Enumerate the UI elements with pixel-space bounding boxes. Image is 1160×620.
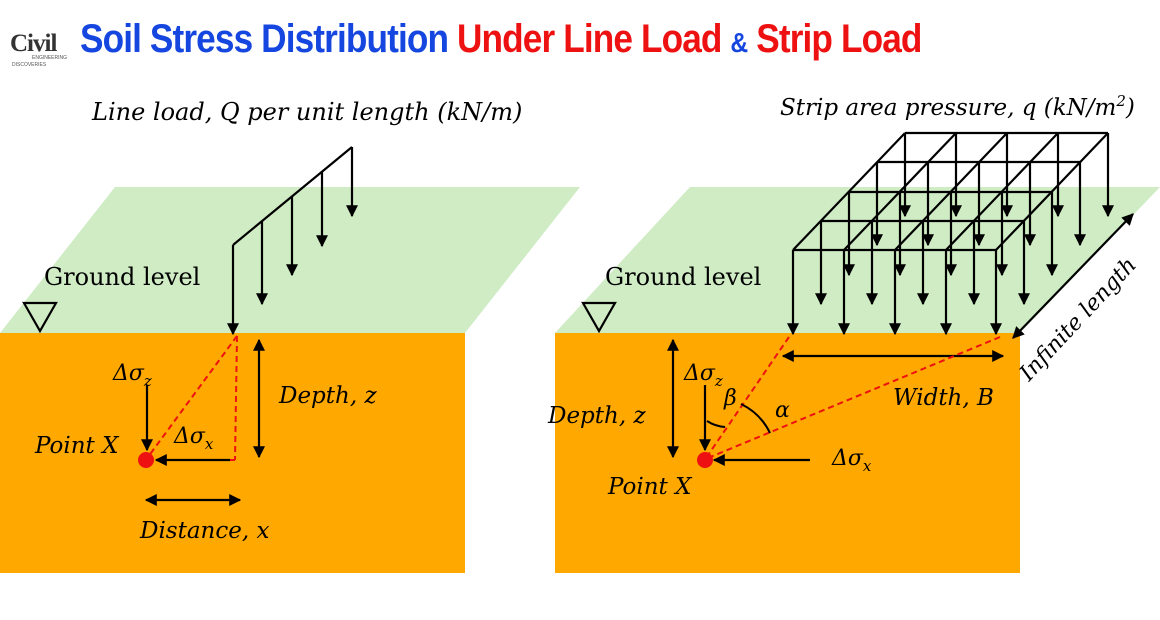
alpha-arc bbox=[740, 403, 771, 434]
sigma-z-label-left: Δσz bbox=[112, 361, 152, 390]
title-ampersand: & bbox=[730, 27, 748, 58]
width-label: Width, B bbox=[893, 385, 994, 411]
depth-label-right: Depth, z bbox=[547, 403, 646, 429]
soil-block-right bbox=[555, 333, 1020, 573]
ground-surface-right bbox=[555, 187, 1160, 333]
title-part-4: Strip Load bbox=[756, 17, 922, 61]
sigma-x-label-right: Δσx bbox=[831, 446, 872, 475]
ground-level-symbol-left bbox=[22, 301, 58, 334]
dashed-lines-right bbox=[705, 336, 1001, 459]
page-title: Soil Stress Distribution Under Line Load… bbox=[80, 4, 922, 74]
line-load-label: Line load, Q per unit length (kN/m) bbox=[91, 98, 522, 126]
strip-load-panel: Strip area pressure, q (kN/m2) Ground le… bbox=[547, 92, 1160, 573]
soil-block-left bbox=[0, 333, 465, 573]
title-part-2: Under Line Load bbox=[457, 17, 722, 61]
point-x-right bbox=[697, 452, 713, 468]
ground-level-label-left: Ground level bbox=[44, 263, 200, 291]
line-load-arrows bbox=[227, 146, 358, 336]
point-x-label-left: Point X bbox=[34, 433, 120, 459]
ground-level-label-right: Ground level bbox=[605, 263, 761, 291]
logo-text: Civil bbox=[10, 30, 57, 57]
sigma-z-label-right: Δσz bbox=[683, 361, 723, 390]
alpha-label: α bbox=[775, 398, 790, 423]
beta-label: β bbox=[723, 386, 737, 411]
logo-subtext: ENGINEERING bbox=[32, 55, 68, 61]
line-load-panel: Line load, Q per unit length (kN/m) Grou… bbox=[0, 98, 580, 573]
title-part-1: Soil Stress Distribution bbox=[80, 17, 449, 61]
point-x-label-right: Point X bbox=[607, 474, 693, 500]
ground-level-symbol-right bbox=[581, 301, 617, 334]
distance-label: Distance, x bbox=[139, 518, 269, 544]
infinite-length-arrow bbox=[1012, 213, 1134, 339]
sigma-x-label-left: Δσx bbox=[173, 424, 214, 453]
ground-surface-left bbox=[0, 187, 580, 333]
logo: Civil ENGINEERING DISCOVERIES bbox=[10, 30, 72, 70]
strip-load-label: Strip area pressure, q (kN/m2) bbox=[780, 92, 1135, 121]
beta-arc bbox=[706, 420, 726, 428]
depth-label-left: Depth, z bbox=[278, 383, 377, 409]
point-x-left bbox=[138, 452, 154, 468]
logo-subtext-2: DISCOVERIES bbox=[12, 62, 47, 68]
